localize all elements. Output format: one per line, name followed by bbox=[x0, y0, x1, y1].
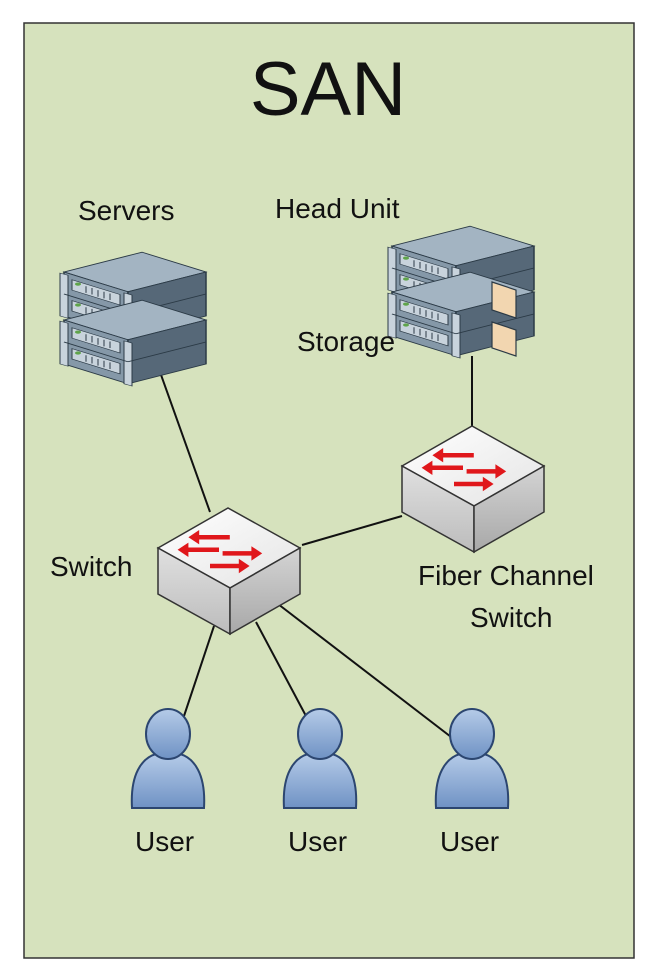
link-switch-fcswitch bbox=[301, 515, 403, 546]
label-fc-switch-line2: Switch bbox=[470, 602, 553, 633]
diagram-title: SAN bbox=[249, 47, 407, 132]
label-switch: Switch bbox=[50, 551, 133, 582]
link-switch-user3 bbox=[277, 603, 456, 741]
label-fc-switch-line1: Fiber Channel bbox=[418, 560, 594, 591]
link-switch-user2 bbox=[255, 621, 307, 717]
label-user-3: User bbox=[440, 826, 500, 857]
server-rack-icon bbox=[59, 251, 207, 387]
storage-head-unit-icon bbox=[387, 225, 535, 359]
label-user-2: User bbox=[288, 826, 348, 857]
link-switch-user1 bbox=[183, 625, 215, 717]
link-servers-switch bbox=[159, 371, 211, 513]
label-servers: Servers bbox=[78, 195, 175, 226]
label-user-1: User bbox=[135, 826, 195, 857]
connection-lines bbox=[159, 356, 473, 741]
label-storage: Storage bbox=[297, 326, 396, 357]
label-head-unit: Head Unit bbox=[275, 193, 400, 224]
